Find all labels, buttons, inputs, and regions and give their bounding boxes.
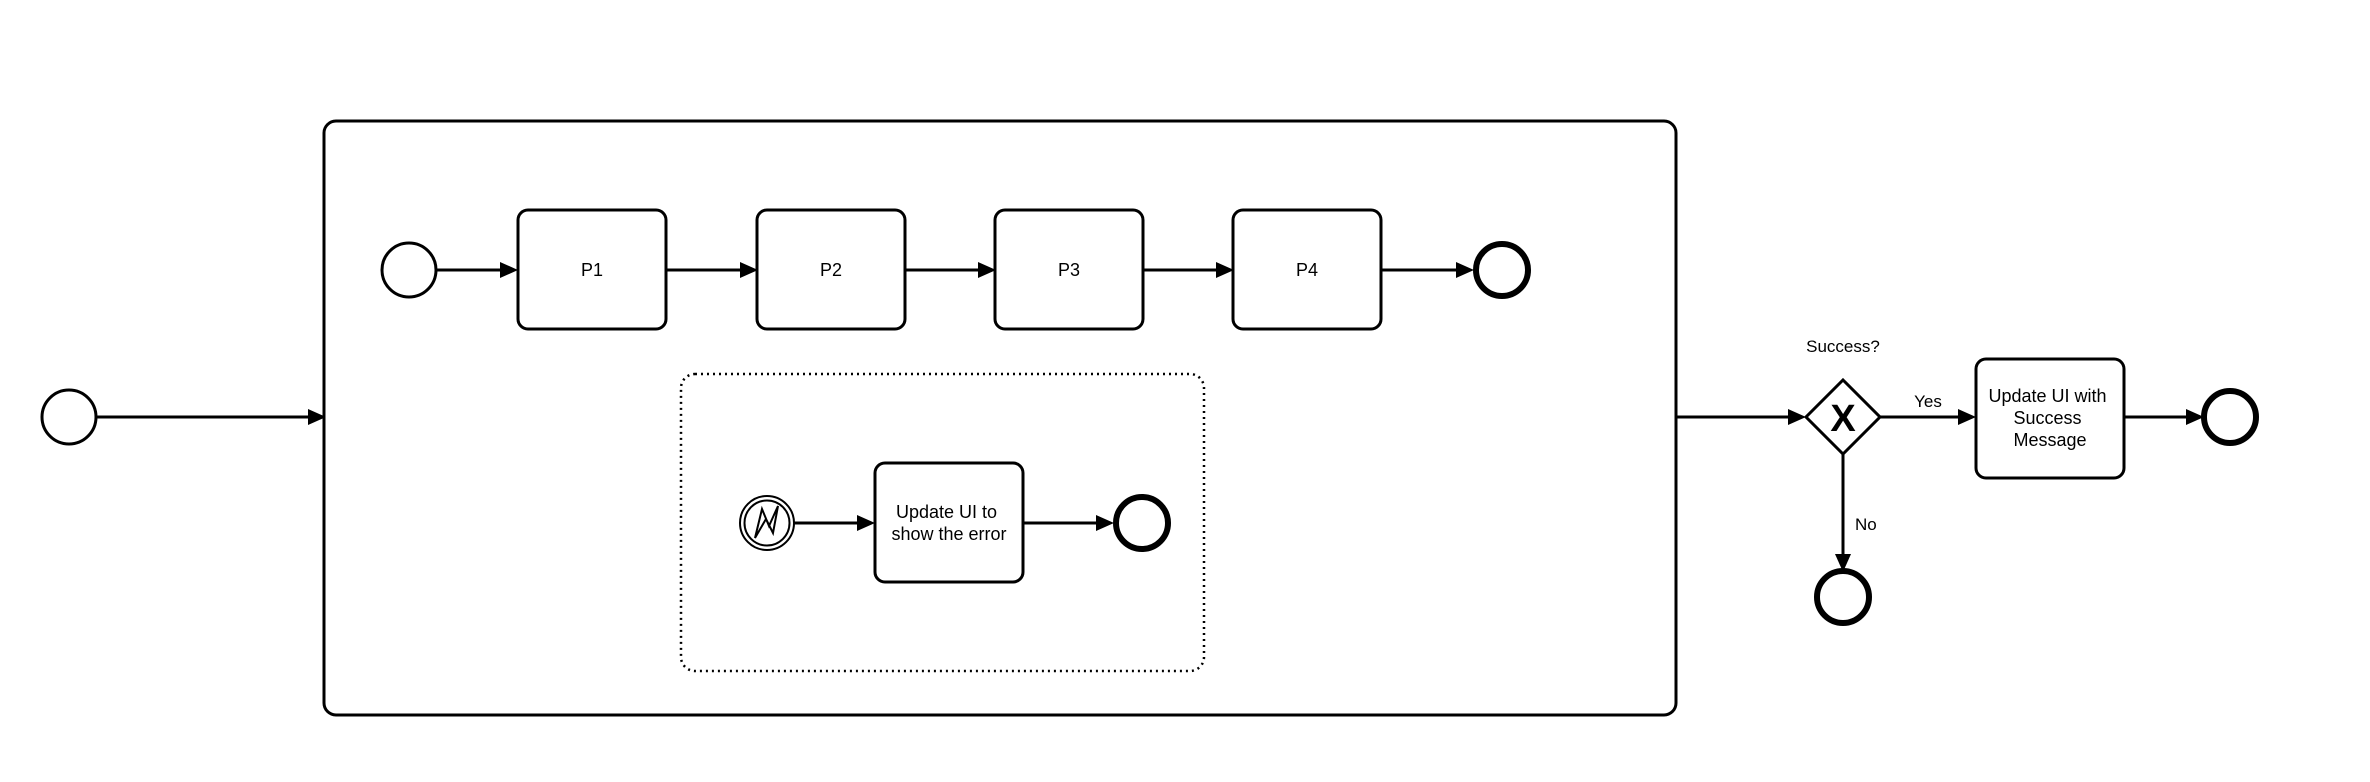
process-start-event[interactable]	[40, 388, 98, 446]
task-update-ui-error[interactable]: Update UI to show the error	[873, 461, 1025, 584]
flow-substart-to-p1-arrow	[500, 262, 518, 278]
task-p1[interactable]: P1	[516, 208, 668, 331]
task-update-ui-error-box	[873, 461, 1025, 584]
task-p2-label: P2	[820, 260, 842, 280]
gateway-label: Success?	[1806, 337, 1880, 356]
flow-subprocess-to-gateway-arrow	[1788, 409, 1806, 425]
failure-end-event[interactable]	[1814, 568, 1872, 626]
exclusive-gateway-x-marker: X	[1830, 398, 1856, 440]
task-update-ui-error-line-1: Update UI to	[896, 502, 997, 522]
task-update-ui-error-line-2: show the error	[891, 524, 1006, 544]
task-p3[interactable]: P3	[993, 208, 1145, 331]
event-subprocess-container[interactable]	[679, 372, 1206, 673]
flow-error-start-to-task-arrow	[857, 515, 875, 531]
error-lightning-icon	[754, 505, 779, 539]
subprocess-end-event[interactable]	[1473, 241, 1531, 299]
flow-p1-to-p2-arrow	[740, 262, 758, 278]
flow-p4-to-end-arrow	[1456, 262, 1474, 278]
task-update-ui-success-line-3: Message	[2013, 430, 2086, 450]
flow-error-task-to-end-arrow	[1096, 515, 1114, 531]
subprocess-start-event[interactable]	[380, 241, 438, 299]
task-update-ui-success-label: Update UI with Success Message	[1988, 386, 2111, 450]
task-update-ui-success-line-1: Update UI with	[1988, 386, 2106, 406]
task-update-ui-error-label: Update UI to show the error	[891, 502, 1006, 544]
success-end-event[interactable]	[2201, 388, 2259, 446]
exclusive-gateway[interactable]: X	[1803, 377, 1883, 457]
task-p3-label: P3	[1058, 260, 1080, 280]
task-update-ui-success[interactable]: Update UI with Success Message	[1974, 357, 2126, 480]
task-p4[interactable]: P4	[1231, 208, 1383, 331]
task-p2[interactable]: P2	[755, 208, 907, 331]
flow-start-to-subprocess-arrow	[308, 409, 326, 425]
flow-gateway-yes-arrow	[1958, 409, 1976, 425]
error-end-event[interactable]	[1113, 494, 1171, 552]
flow-gateway-no-arrow	[1835, 554, 1851, 572]
flow-p2-to-p3-arrow	[978, 262, 996, 278]
flow-success-task-to-end-arrow	[2186, 409, 2204, 425]
task-p1-label: P1	[581, 260, 603, 280]
error-start-event-inner-circle	[743, 499, 791, 547]
gateway-no-label: No	[1855, 515, 1877, 534]
task-p4-label: P4	[1296, 260, 1318, 280]
gateway-yes-label: Yes	[1914, 392, 1942, 411]
flow-p3-to-p4-arrow	[1216, 262, 1234, 278]
error-start-event[interactable]	[739, 495, 795, 551]
task-update-ui-success-line-2: Success	[2013, 408, 2081, 428]
